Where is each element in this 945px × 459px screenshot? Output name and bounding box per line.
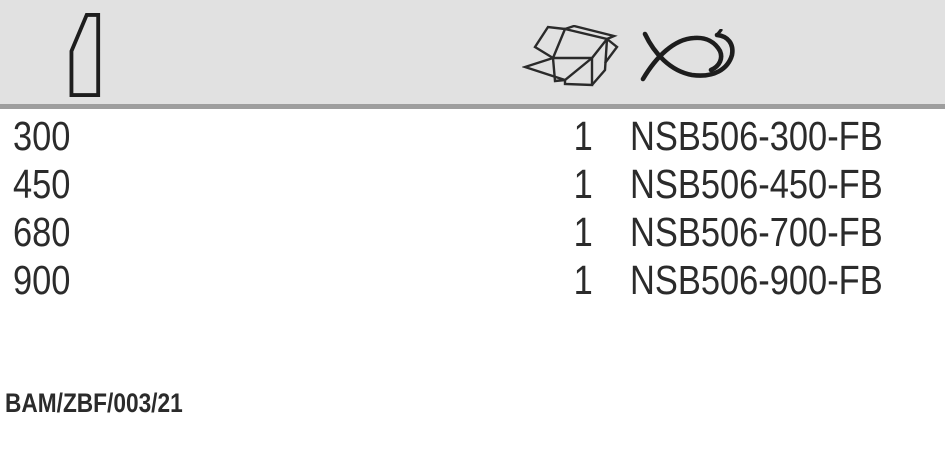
fish-icon (640, 29, 736, 85)
qty-value: 1 (573, 113, 593, 159)
document-reference: BAM/ZBF/003/21 (5, 388, 217, 418)
qty-value: 1 (573, 257, 593, 303)
qty-value: 1 (573, 209, 593, 255)
blade-length-icon (60, 10, 102, 100)
document-reference-text: BAM/ZBF/003/21 (5, 388, 183, 418)
table-row: 300 1 NSB506-300-FB (0, 112, 945, 160)
size-value: 900 (13, 257, 71, 303)
product-code: NSB506-300-FB (630, 113, 883, 159)
product-code: NSB506-700-FB (630, 209, 883, 255)
size-value: 680 (13, 209, 71, 255)
product-code: NSB506-450-FB (630, 161, 883, 207)
table-row: 900 1 NSB506-900-FB (0, 256, 945, 304)
packaging-box-icon (522, 25, 620, 89)
qty-value: 1 (573, 161, 593, 207)
size-value: 450 (13, 161, 71, 207)
table-row: 680 1 NSB506-700-FB (0, 208, 945, 256)
product-table-rows: 300 1 NSB506-300-FB 450 1 NSB506-450-FB … (0, 112, 945, 304)
table-header (0, 0, 945, 109)
product-code: NSB506-900-FB (630, 257, 883, 303)
table-row: 450 1 NSB506-450-FB (0, 160, 945, 208)
size-value: 300 (13, 113, 71, 159)
